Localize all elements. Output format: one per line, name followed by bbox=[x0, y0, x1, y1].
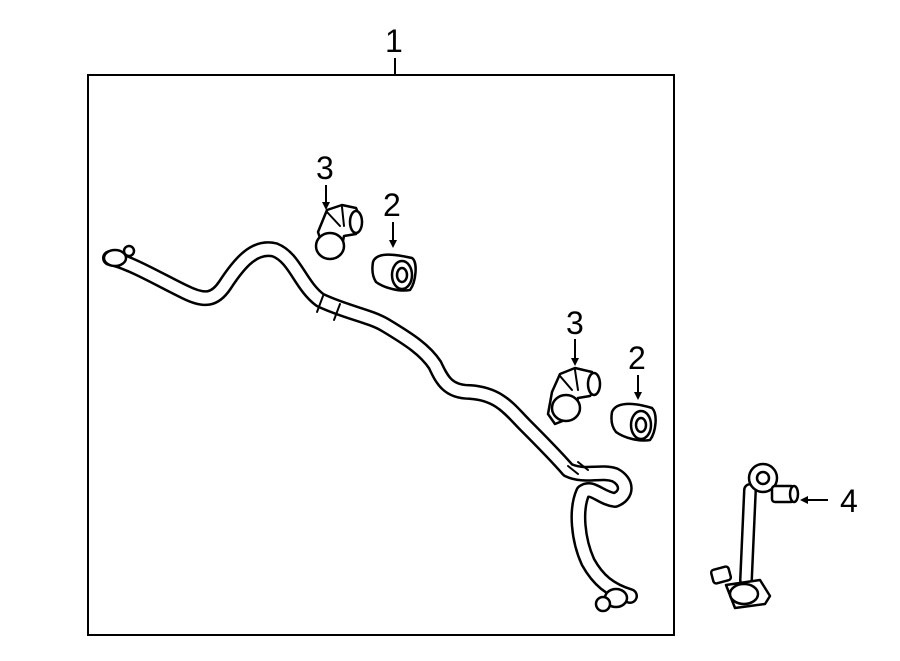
stabilizer-bar bbox=[102, 241, 638, 613]
bracket-lower bbox=[546, 366, 602, 426]
callout-4: 4 bbox=[840, 483, 858, 519]
callout-2-lower: 2 bbox=[628, 340, 646, 376]
bushing-upper bbox=[371, 253, 417, 292]
bracket-upper bbox=[314, 203, 364, 261]
bushing-lower bbox=[610, 402, 657, 442]
callout-3-lower: 3 bbox=[566, 305, 584, 341]
stabilizer-link bbox=[709, 462, 800, 610]
callout-1: 1 bbox=[385, 23, 403, 59]
callout-3-upper: 3 bbox=[316, 150, 334, 186]
callout-2-upper: 2 bbox=[383, 187, 401, 223]
